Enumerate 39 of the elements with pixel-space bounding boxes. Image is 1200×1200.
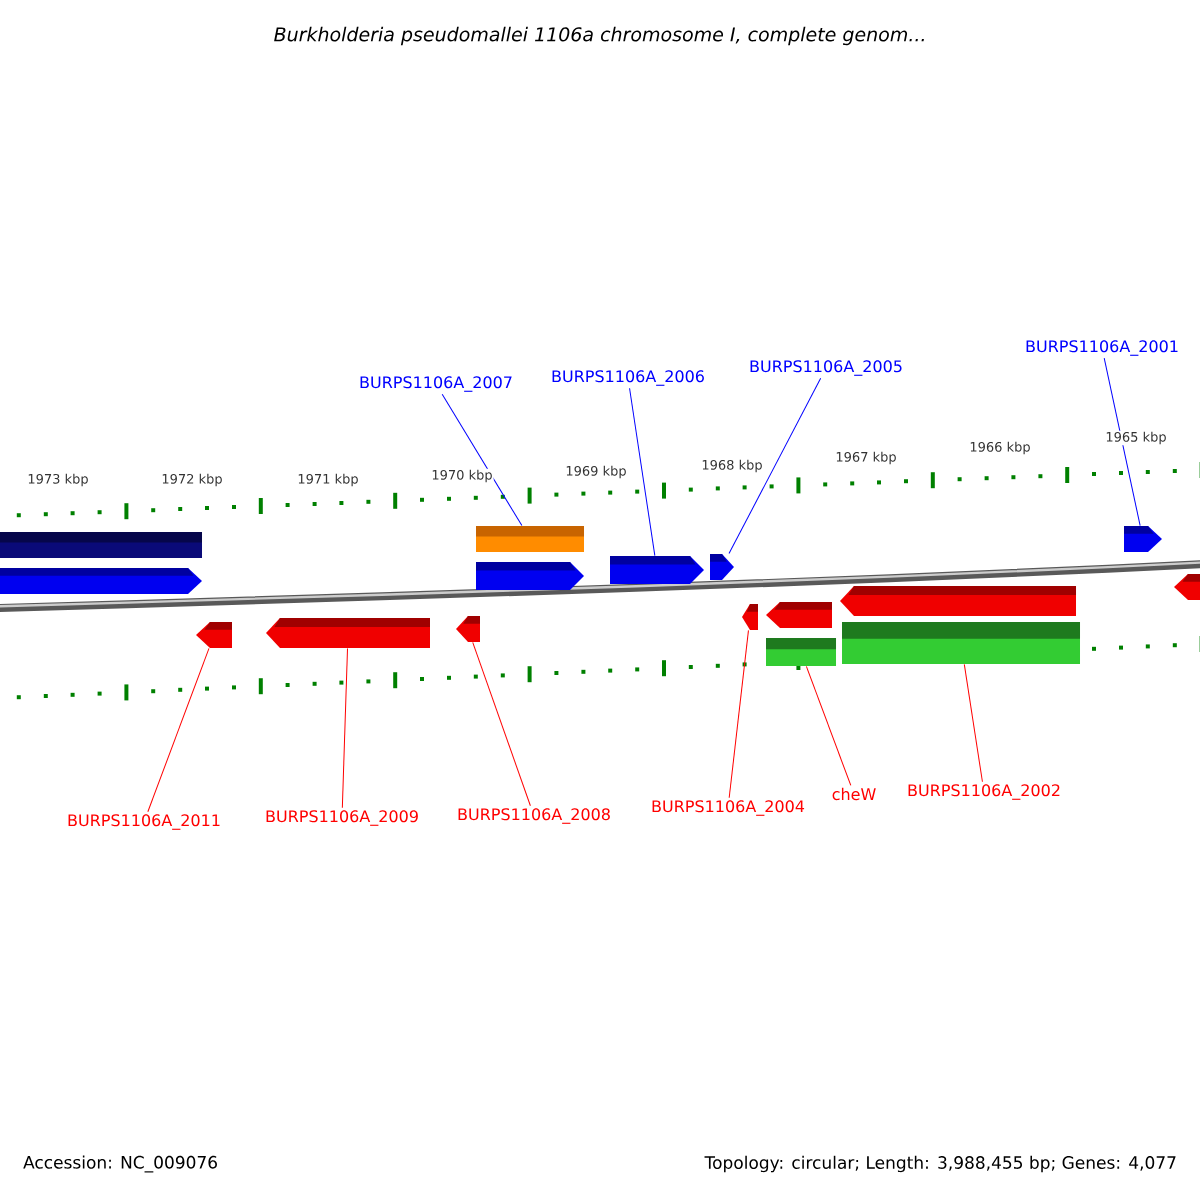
gene-block: [610, 556, 704, 584]
gene-block: [266, 618, 430, 648]
gene-block: [476, 562, 584, 590]
gene-block: [840, 586, 1076, 616]
footer-text: Accession: NC_009076: [23, 1155, 217, 1173]
leader-line: [963, 663, 983, 783]
gene-label: BURPS1106A_2001: [1026, 340, 1178, 356]
gene-label: BURPS1106A_2002: [908, 784, 1060, 800]
gene-block: [0, 568, 202, 594]
gene-label: BURPS1106A_2008: [458, 808, 610, 824]
gene-label: BURPS1106A_2006: [552, 370, 704, 386]
gene-label: BURPS1106A_2004: [652, 800, 805, 816]
gene-label: BURPS1106A_2009: [266, 810, 418, 826]
gene-label: BURPS1106A_2011: [68, 814, 220, 830]
gene-block: [1174, 574, 1200, 600]
title: Burkholderia pseudomallei 1106a chromosome I, complete genom...: [274, 26, 924, 46]
gene-bar: [476, 526, 584, 552]
gene-bar: [842, 622, 1080, 664]
gene-label: cheW: [832, 787, 876, 801]
gene-bar: [0, 532, 202, 558]
gene-bar: [766, 638, 836, 666]
gene-block: [456, 616, 480, 642]
gene-label: BURPS1106A_2005: [750, 360, 902, 376]
leader-line: [1103, 357, 1141, 527]
leader-line: [629, 387, 656, 557]
leader-line: [341, 647, 348, 809]
leader-line: [472, 641, 531, 807]
leader-line: [805, 665, 852, 786]
gene-block: [742, 604, 758, 630]
gene-block: [710, 554, 734, 580]
footer-text: Topology: circular; Length: 3,988,455 bp; Genes: 4,077: [704, 1155, 1176, 1173]
leader-line: [147, 647, 210, 813]
leader-line: [728, 629, 749, 799]
gene-label: BURPS1106A_2007: [360, 376, 512, 392]
leader-line: [728, 377, 822, 555]
leader-line: [441, 393, 523, 527]
gene-block: [196, 622, 232, 648]
gene-block: [1124, 526, 1162, 552]
gene-block: [766, 602, 832, 628]
